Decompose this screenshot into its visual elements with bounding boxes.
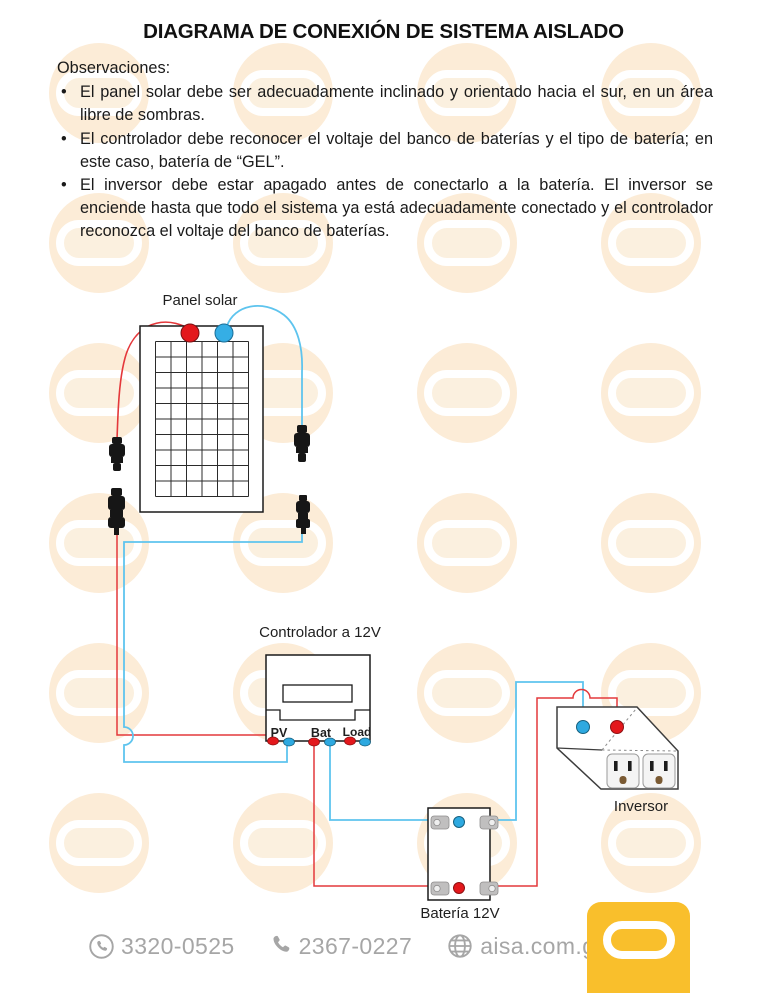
inverter-positive-wire <box>492 688 618 887</box>
panel-positive-terminal <box>180 323 200 343</box>
globe-icon <box>448 934 472 958</box>
solar-panel-label: Panel solar <box>162 292 237 309</box>
mc4-connector-right-upper <box>294 425 310 462</box>
bat-positive-port <box>308 737 320 747</box>
battery: Batería 12V <box>420 807 500 922</box>
outlet-socket <box>606 753 640 789</box>
footer-contacts: 3320-0525 2367-0227 aisa.com.gt <box>88 926 602 966</box>
website-url: aisa.com.gt <box>480 932 603 959</box>
bullet-icon: • <box>61 176 67 195</box>
mc4-connector-left-lower <box>108 488 125 535</box>
bat-negative-port <box>324 737 336 747</box>
pv-positive-wire-run <box>116 530 273 740</box>
pv-negative-port <box>283 737 295 747</box>
inverter-edge <box>556 747 603 751</box>
aisa-logo <box>587 902 690 993</box>
terminal-label-load: Load <box>343 725 372 739</box>
whatsapp-icon <box>89 933 114 959</box>
panel-negative-terminal <box>214 323 234 343</box>
phone-contact: 2367-0227 <box>269 933 413 960</box>
inverter-positive-terminal <box>610 720 624 734</box>
battery-negative-wire <box>329 745 434 821</box>
battery-positive-terminal <box>453 882 465 894</box>
whatsapp-contact: 3320-0525 <box>88 933 235 960</box>
pv-positive-port <box>267 736 279 746</box>
inverter: Inversor <box>556 706 679 815</box>
aisa-logo-pill-icon <box>602 921 675 959</box>
inverter-negative-terminal <box>576 720 590 734</box>
charge-controller: Controlador a 12V PV Bat Load <box>259 624 381 747</box>
battery-label: Batería 12V <box>420 905 499 922</box>
controller-label: Controlador a 12V <box>259 624 381 641</box>
page-title: DIAGRAMA DE CONEXIÓN DE SISTEMA AISLADO <box>143 20 624 43</box>
load-positive-port <box>344 736 356 746</box>
phone-number: 2367-0227 <box>298 932 413 959</box>
outlet-socket <box>642 753 676 789</box>
battery-negative-terminal <box>453 816 465 828</box>
load-negative-port <box>359 737 371 747</box>
controller-display <box>282 684 353 703</box>
mc4-connector-left-upper <box>109 437 125 471</box>
website-contact: aisa.com.gt <box>446 932 602 960</box>
phone-icon <box>273 935 289 952</box>
solar-panel: Panel solar <box>139 292 264 513</box>
battery-positive-wire <box>313 745 434 887</box>
mc4-connector-right-lower <box>296 495 310 534</box>
inverter-label: Inversor <box>614 798 668 815</box>
whatsapp-number: 3320-0525 <box>121 932 235 959</box>
